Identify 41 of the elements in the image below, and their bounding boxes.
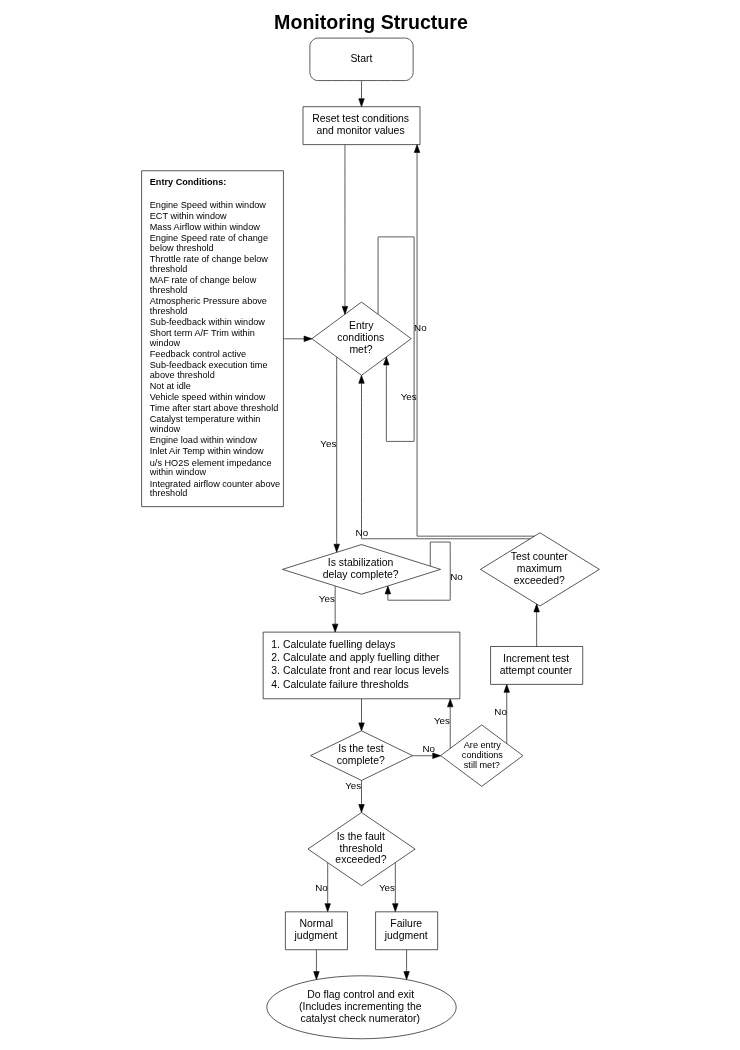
arrow (403, 949, 410, 980)
arrow (324, 862, 331, 912)
node-diamond: Test counter maximum exceeded? (479, 532, 600, 607)
arrow (357, 698, 365, 732)
arrow (341, 144, 348, 315)
node-diamond: Entry conditions met? (311, 301, 411, 376)
edge-label: No (449, 571, 463, 583)
edge-label: Yes (400, 390, 417, 402)
edge-label: Yes (433, 715, 450, 727)
edge-label: No (413, 322, 427, 334)
edge-label: No (422, 743, 435, 755)
arrow (312, 949, 319, 980)
arrow (411, 752, 441, 759)
node-box: Increment test attempt counter (489, 646, 583, 685)
node-diamond: Is the test complete? (309, 730, 413, 781)
arrow (331, 585, 338, 633)
node-box: Start (309, 37, 413, 81)
arrow (333, 356, 340, 553)
diagram-title: Monitoring Structure (273, 10, 468, 33)
arrow (357, 80, 365, 107)
node-box: Normal judgment (284, 911, 348, 951)
arrow (413, 144, 535, 537)
edge-label: Yes (344, 780, 361, 792)
arrow (357, 780, 365, 813)
arrow (503, 684, 510, 744)
node-box: Entry Conditions: Engine Speed within window ECT within window Mass Airflow within window Engine Speed rate of change below threshold Throttle rate of change below threshold MAF rate of change below threshold Atmospheric Pressure above threshold Sub-feedback within window Short term A/F Trim within window Feedback control active Sub-feedback execution time above threshold Not at idle Vehicle speed within window Time after start above threshold Catalyst temperature within window Engine load within window Inlet Air Temp within window u/s HO2S element impedance within window Integrated airflow counter above threshold (140, 170, 284, 507)
arrow (282, 335, 312, 342)
arrow (533, 603, 540, 647)
edge-label: Yes (319, 438, 336, 450)
arrow (391, 862, 398, 912)
node-box: Failure judgment (374, 911, 438, 951)
arrow (357, 375, 530, 540)
node-ellipse: Do flag control and exit (Includes incrementing the catalyst check numerator) (266, 975, 457, 1040)
arrow (446, 698, 453, 749)
edge-label: Yes (318, 592, 335, 604)
edge-label: No (493, 705, 507, 717)
node-diamond: Are entry conditions still met? (439, 724, 523, 787)
node-box: Reset test conditions and monitor values (302, 106, 420, 145)
arrow (384, 541, 451, 601)
node-box: 1. Calculate fuelling delays 2. Calculate and apply fuelling dither 3. Calculate front and rear locus levels 4. Calculate failure thresholds (262, 631, 460, 700)
node-diamond: Is the fault threshold exceeded? (307, 812, 415, 886)
